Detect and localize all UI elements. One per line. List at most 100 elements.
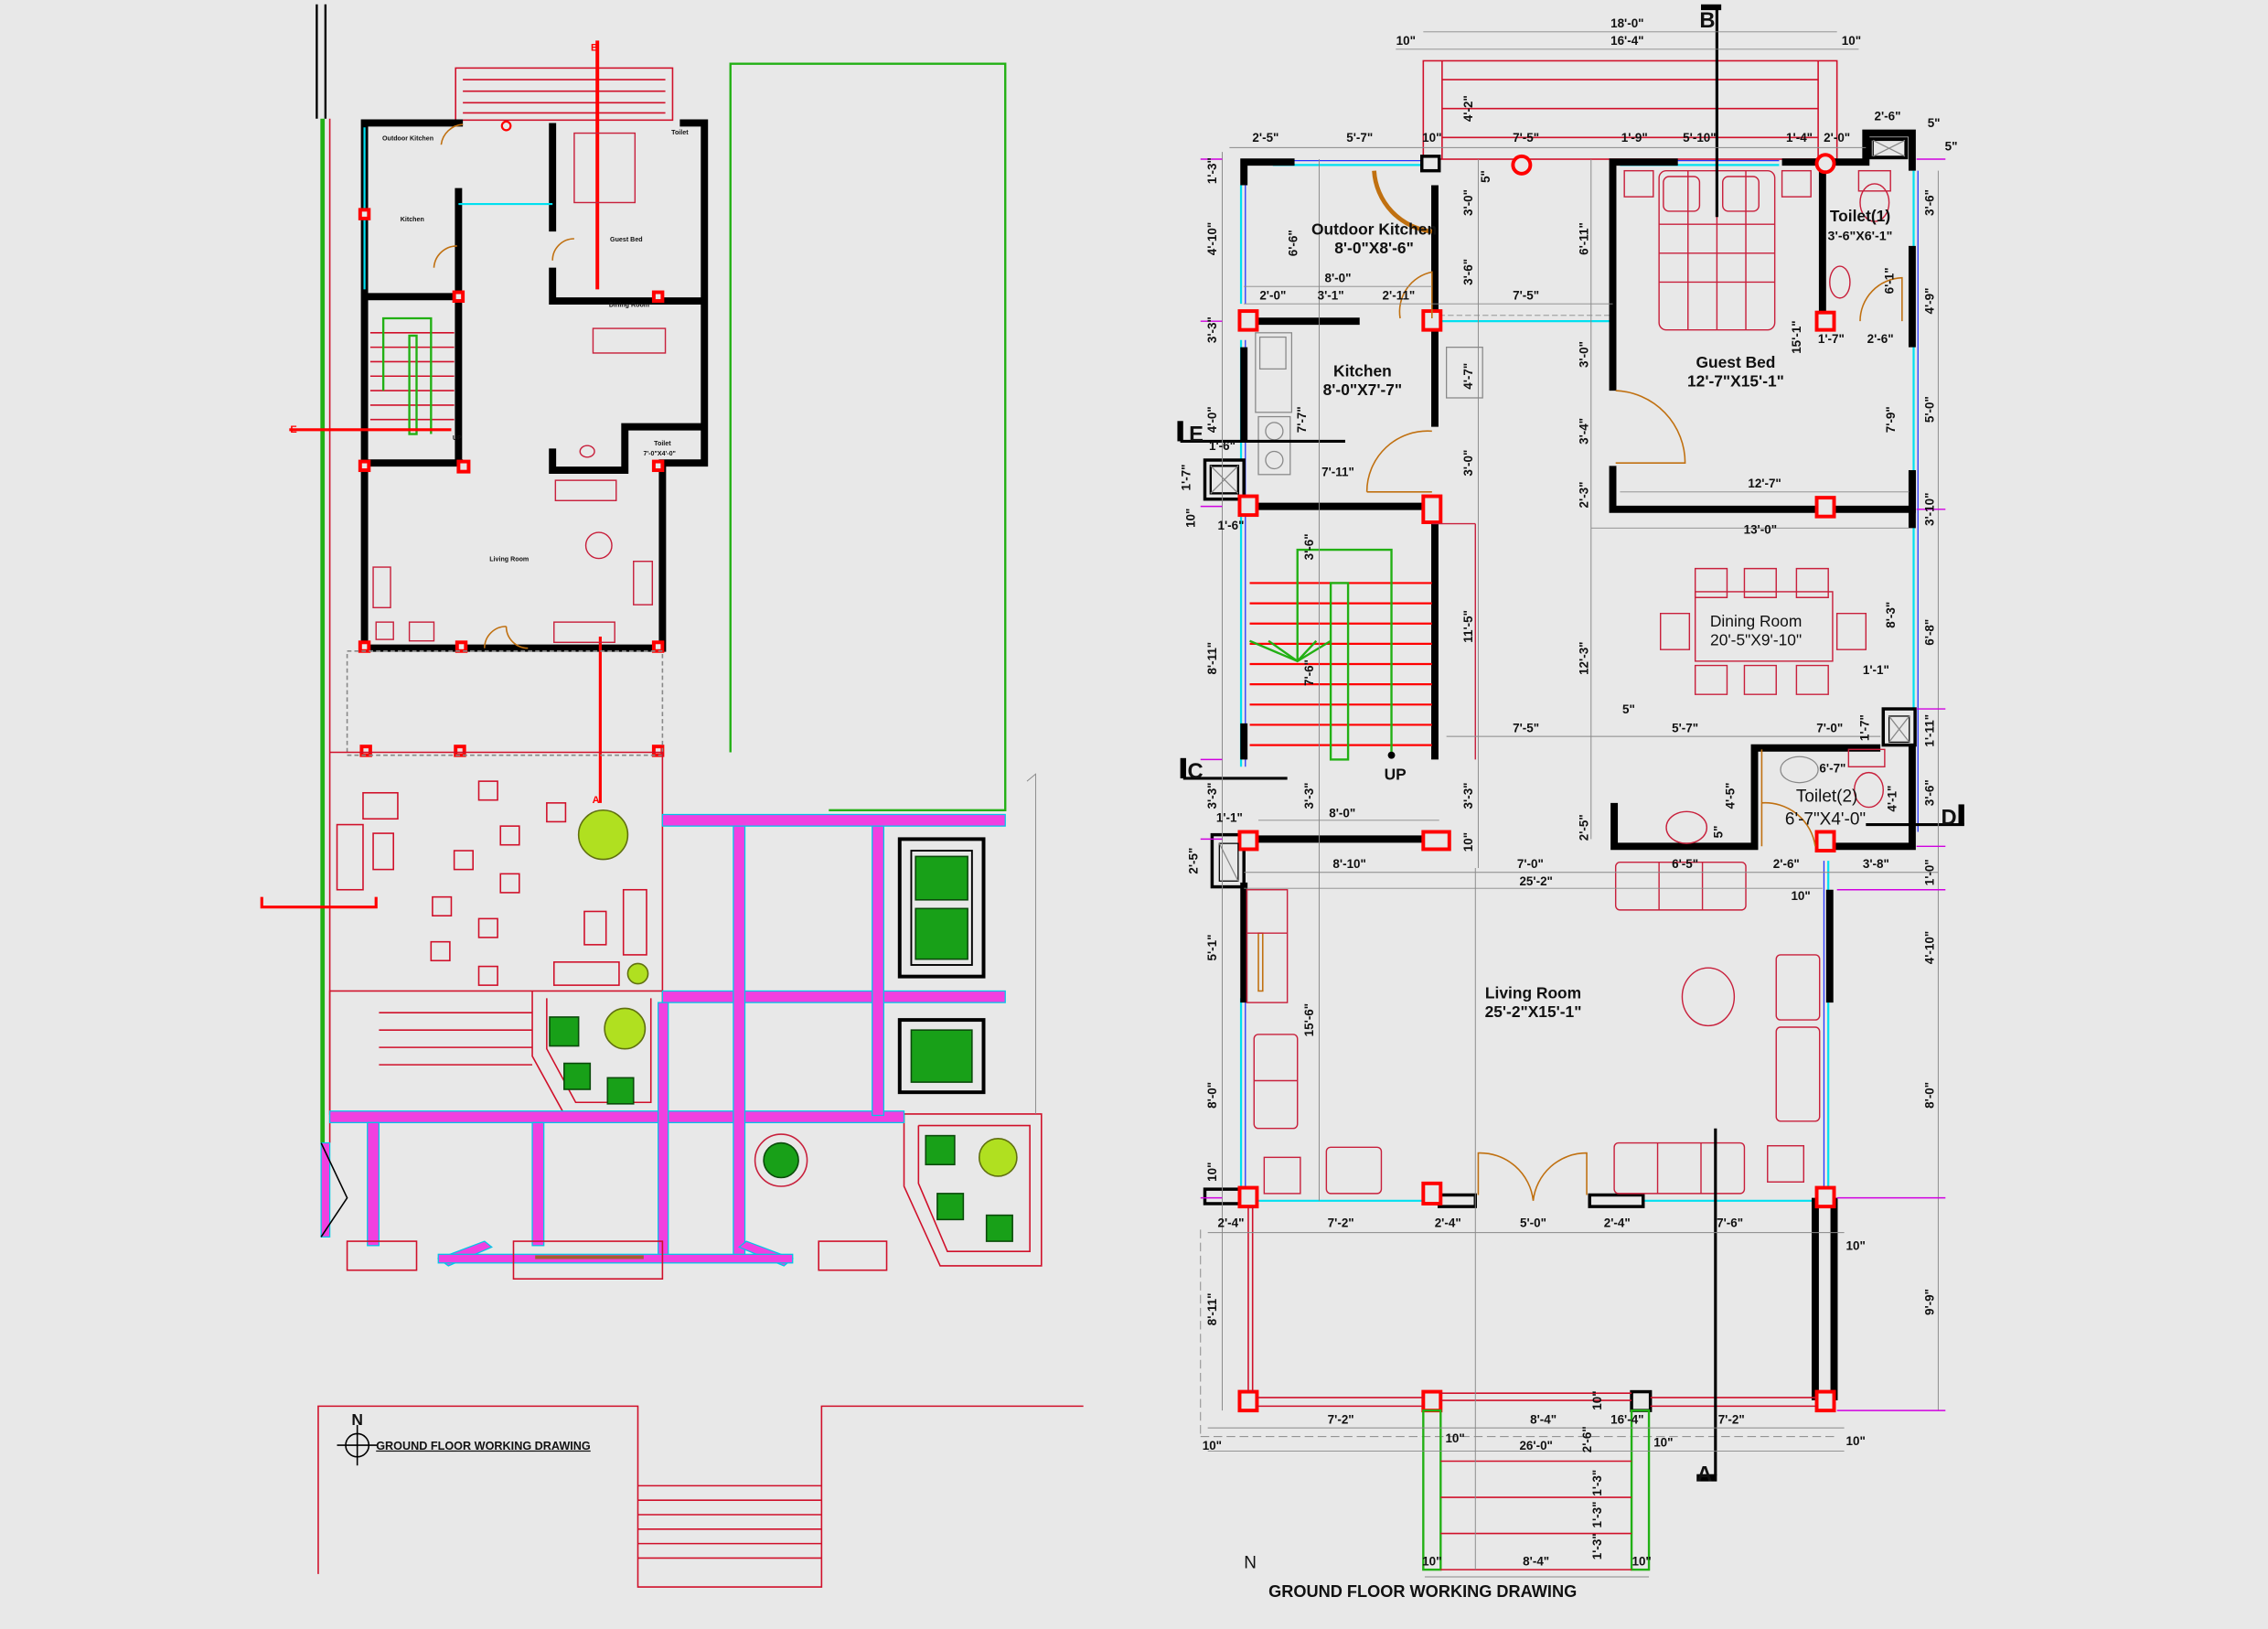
dimension-label: 7'-9" [1884, 406, 1898, 433]
site-label-up: UP [453, 434, 462, 442]
dimension-label: 1'-7" [1180, 464, 1193, 490]
room-name-dining: Dining Room [1710, 612, 1802, 630]
dimension-label: 8'-0" [1325, 271, 1352, 284]
site-drawing-title: GROUND FLOOR WORKING DRAWING [376, 1440, 591, 1452]
room-size-toilet-2: 6'-7"X4'-0" [1785, 810, 1866, 830]
dimension-label: 10" [1842, 34, 1861, 48]
dimension-label: 13'-0" [1744, 523, 1777, 537]
dimension-label: 7'-0" [1517, 857, 1544, 871]
dimension-label: 10" [1846, 1239, 1866, 1253]
room-name-guest-bed: Guest Bed [1696, 353, 1776, 371]
dimension-label: 4'-9" [1923, 288, 1937, 315]
site-north-label: N [351, 1410, 363, 1429]
dimension-label: 25'-2" [1519, 874, 1552, 888]
dimension-label: 5" [1712, 826, 1726, 839]
dimension-label: 2'-6" [1875, 109, 1901, 123]
dimension-label: 2'-6" [1867, 332, 1894, 346]
dimension-label: 1'-7" [1818, 332, 1845, 346]
dimension-label: 5'-7" [1672, 721, 1698, 734]
dimension-label: 3'-8" [1863, 857, 1889, 871]
dimension-label: 2'-6" [1580, 1426, 1594, 1452]
site-label-dining: Dining Room [609, 301, 649, 308]
site-title-block: N GROUND FLOOR WORKING DRAWING [317, 1405, 1084, 1588]
dimension-label: 10" [1422, 131, 1441, 145]
dimension-label: 6'-6" [1287, 230, 1300, 256]
section-marker-c: C [1188, 760, 1204, 784]
tree-icon [577, 809, 629, 861]
kitchen-fixtures [1209, 139, 1910, 882]
dimension-label: 8'-10" [1332, 857, 1365, 871]
dimension-label: 1'-1" [1216, 810, 1243, 824]
dimension-label: 7'-6" [1302, 659, 1316, 686]
dimension-label: 5" [1479, 170, 1492, 183]
dimension-label: 3'-6" [1923, 779, 1937, 806]
site-furniture [372, 132, 667, 643]
dimension-labels: 18'-0" 16'-4" 10" 10" 2'-5" 5'-7" 10" 7'… [1180, 16, 1958, 1568]
dimension-label: 1'-3" [1590, 1502, 1604, 1528]
room-size-kitchen: 8'-0"X7'-7" [1323, 380, 1403, 399]
site-label-toilet-top: Toilet [671, 129, 689, 136]
dimension-label: 3'-4" [1578, 418, 1591, 445]
room-size-guest-bed: 12'-7"X15'-1" [1687, 371, 1784, 390]
dimension-label: 10" [1590, 1390, 1604, 1409]
room-name-toilet-1: Toilet(1) [1830, 207, 1890, 225]
dimension-label: 1'-3" [1205, 157, 1219, 184]
dimension-label: 3'-6" [1923, 189, 1937, 216]
floor-plan: UP [1177, 4, 1964, 1601]
room-size-living: 25'-2"X15'-1" [1485, 1002, 1582, 1021]
section-marker-e: E [1189, 423, 1204, 446]
site-building-walls [360, 119, 709, 652]
site-label-kitchen: Kitchen [401, 216, 424, 223]
entry-steps [1422, 1409, 1651, 1571]
dimension-label: 2'-4" [1435, 1216, 1461, 1229]
dimension-label: 3'-6" [1302, 533, 1316, 560]
dimension-label: 1'-9" [1621, 131, 1648, 145]
columns [1237, 153, 1836, 1413]
dimension-label: 10" [1205, 1162, 1219, 1181]
room-size-dining: 20'-5"X9'-10" [1710, 630, 1802, 648]
dimension-label: 8'-4" [1523, 1554, 1549, 1568]
dimension-label: 1'-1" [1863, 663, 1889, 677]
dimension-label: 10" [1203, 1439, 1222, 1452]
dimension-label: 2'-11" [1383, 288, 1416, 302]
room-size-outdoor-kitchen: 8'-0"X8'-6" [1334, 239, 1414, 257]
dimension-label: 1'-4" [1786, 131, 1813, 145]
dimension-label: 5" [1945, 140, 1958, 154]
dimension-label: 3'-0" [1461, 450, 1475, 477]
site-label-toilet: Toilet [654, 440, 671, 447]
site-stairs [369, 316, 455, 435]
dimension-label: 3'-10" [1923, 493, 1937, 526]
section-lines: B A E C D [1177, 4, 1964, 1487]
dimension-label: 8'-0" [1205, 1082, 1219, 1109]
room-size-toilet-1: 3'-6"X6'-1" [1828, 230, 1893, 244]
dimension-label: 1'-11" [1923, 714, 1937, 747]
dimension-label: 10" [1631, 1554, 1651, 1568]
dimension-label: 2'-5" [1252, 131, 1278, 145]
dimension-label: 10" [1461, 832, 1475, 852]
dimension-label: 8'-11" [1205, 642, 1219, 675]
site-plan: B A E Outdoor Kitchen Kitchen Guest Bed … [260, 4, 1084, 1588]
dimension-label: 10" [1653, 1436, 1673, 1450]
dimension-label: 3'-0" [1578, 341, 1591, 368]
dimension-label: 3'-3" [1461, 782, 1475, 809]
dimension-label: 2'-5" [1578, 814, 1591, 841]
dimension-label: 5" [1622, 702, 1635, 716]
dimension-label: 7'-11" [1321, 465, 1354, 478]
dimension-label: 12'-3" [1578, 641, 1591, 674]
dimension-label: 16'-4" [1610, 1412, 1643, 1426]
site-columns [358, 120, 665, 757]
dimension-label: 2'-6" [1773, 857, 1800, 871]
dimension-label: 1'-0" [1923, 859, 1937, 885]
site-gate [320, 1142, 888, 1280]
dimension-label: 1'-3" [1590, 1470, 1604, 1496]
dimension-label: 5'-7" [1346, 131, 1373, 145]
tree-icon [604, 1007, 647, 1050]
site-label-outdoor-kitchen: Outdoor Kitchen [382, 134, 433, 142]
dimension-label: 1'-3" [1590, 1533, 1604, 1559]
dimension-label: 5'-10" [1683, 131, 1716, 145]
dimension-label: 18'-0" [1610, 16, 1643, 30]
dimension-label: 2'-3" [1578, 481, 1591, 508]
dimension-label: 4'-10" [1205, 222, 1219, 255]
dimension-lines [1200, 31, 1946, 1578]
section-marker-d: D [1942, 807, 1957, 831]
